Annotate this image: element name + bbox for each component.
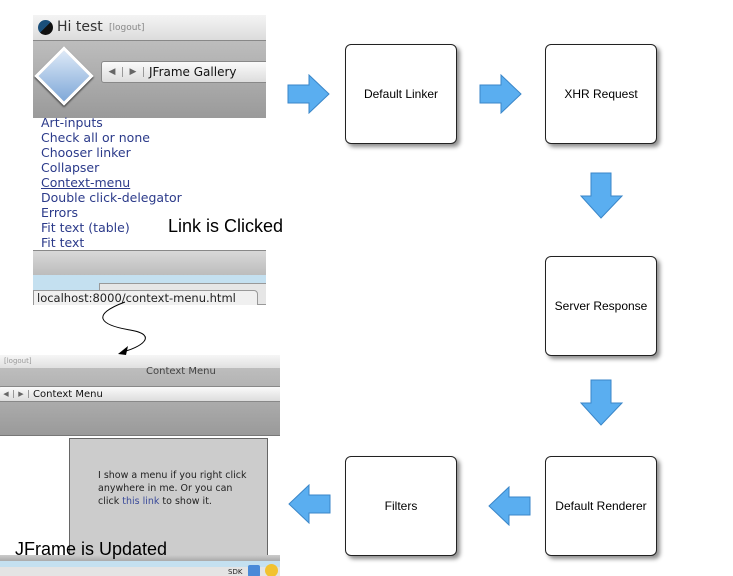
window-toolbar: ◀ ▶ JFrame Gallery	[33, 41, 266, 118]
footer-bar	[0, 555, 280, 561]
jframe-updated-label: JFrame is Updated	[15, 539, 168, 559]
show-menu-link[interactable]: this link	[122, 496, 160, 507]
list-item-context-menu[interactable]: Context-menu	[41, 175, 131, 190]
jframe-gallery-screenshot: Hi test [logout] ◀ ▶ JFrame Gallery Art-…	[33, 15, 266, 305]
step-server-response: Server Response	[545, 256, 657, 356]
window-nav-bar: ◀ ▶ JFrame Gallery	[101, 61, 266, 83]
window-title: Context Menu	[33, 388, 103, 400]
title-bar: Hi test [logout]	[33, 15, 266, 41]
step-default-renderer: Default Renderer	[545, 456, 657, 556]
logout-link[interactable]: [logout]	[109, 23, 145, 33]
list-item[interactable]: Errors	[41, 205, 78, 220]
list-item[interactable]: Fit text	[41, 235, 85, 250]
app-logo-icon	[38, 20, 53, 35]
app-icon	[34, 46, 94, 106]
step-xhr-request: XHR Request	[545, 44, 657, 144]
arrow-down-icon	[580, 379, 624, 426]
dock-app-icon[interactable]	[265, 564, 278, 576]
title-bar: [logout]	[0, 355, 280, 368]
arrow-left-icon	[488, 486, 531, 526]
context-menu-demo-box[interactable]: I show a menu if you right click anywher…	[69, 438, 268, 560]
list-item[interactable]: Check all or none	[41, 130, 150, 145]
list-item[interactable]: Double click-delegator	[41, 190, 182, 205]
footer-bar	[33, 250, 266, 276]
window-nav-bar: ◀ ▶ Context Menu	[0, 386, 280, 402]
dock-app-icon[interactable]	[248, 565, 260, 576]
list-item[interactable]: Chooser linker	[41, 145, 131, 160]
desktop-strip	[0, 561, 280, 567]
back-button[interactable]: ◀	[0, 390, 14, 398]
arrow-down-icon	[580, 172, 624, 219]
dock: SDK	[0, 564, 280, 576]
list-item[interactable]: Art-inputs	[41, 115, 103, 130]
greeting: Hi test	[57, 19, 103, 35]
step-filters: Filters	[345, 456, 457, 556]
curved-connector-arrow	[102, 301, 146, 355]
context-menu-screenshot: [logout] Context Menu ◀ ▶ Context Menu I…	[0, 355, 280, 576]
gallery-link-list: Art-inputs Check all or none Chooser lin…	[41, 115, 182, 250]
window-toolbar: Context Menu ◀ ▶ Context Menu	[0, 366, 280, 436]
step-default-linker: Default Linker	[345, 44, 457, 144]
window-title: JFrame Gallery	[149, 65, 237, 79]
dock-sdk-label: SDK	[228, 568, 243, 576]
arrow-left-icon	[288, 484, 331, 524]
arrow-right-icon	[479, 74, 522, 114]
list-item[interactable]: Collapser	[41, 160, 100, 175]
back-button[interactable]: ◀	[102, 67, 123, 77]
forward-button[interactable]: ▶	[14, 390, 29, 398]
arrow-right-icon	[287, 74, 330, 114]
link-clicked-label: Link is Clicked	[168, 216, 284, 236]
status-url: localhost:8000/context-menu.html	[33, 290, 258, 305]
list-item[interactable]: Fit text (table)	[41, 220, 130, 235]
faded-window-title: Context Menu	[146, 366, 216, 377]
logout-link[interactable]: [logout]	[4, 357, 32, 365]
forward-button[interactable]: ▶	[123, 67, 144, 77]
demo-text: I show a menu if you right click anywher…	[98, 470, 247, 507]
